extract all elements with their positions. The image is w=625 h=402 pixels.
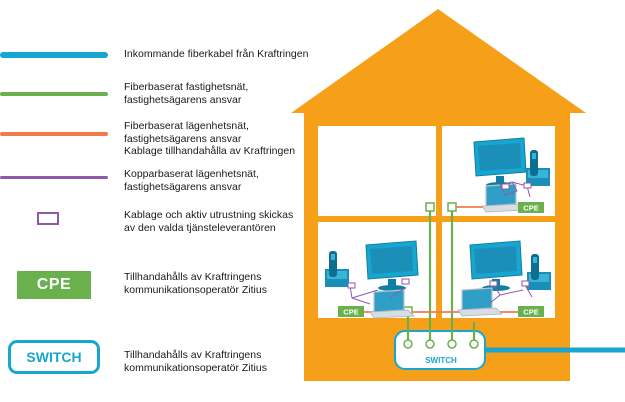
legend-line: fastighetsägarens ansvar	[124, 180, 242, 193]
switch-swatch: SWITCH	[8, 340, 100, 374]
cpe-swatch: CPE	[17, 271, 91, 299]
legend-building-text: Fiberbaserat fastighetsnät, fastighetsäg…	[124, 81, 248, 106]
legend-line: Tillhandahålls av Kraftringens	[124, 271, 262, 283]
cpe-box	[518, 202, 544, 213]
equipment-box	[523, 182, 532, 189]
legend-line: Inkommande fiberkabel från Kraftringen	[124, 48, 309, 60]
cpe-label: CPE	[523, 204, 538, 213]
cpe-label: CPE	[523, 308, 538, 317]
switch-port	[447, 339, 457, 349]
equipment-box	[347, 282, 356, 289]
legend-line: fastighetsägarens ansvar	[124, 93, 242, 106]
equipment-box-swatch	[37, 212, 59, 225]
legend-line: Kopparbaserat lägenhetsnät,	[124, 168, 259, 180]
legend-line: kommunikationsoperatör Zitius	[124, 361, 267, 374]
house-roof	[291, 9, 586, 113]
legend-switch-text: Tillhandahålls av Kraftringens kommunika…	[124, 349, 267, 374]
legend-line: Tillhandahålls av Kraftringens	[124, 349, 262, 361]
cpe-label: CPE	[343, 308, 358, 317]
building-fiber-swatch	[0, 92, 108, 96]
copper-wiring	[489, 283, 533, 304]
room-top-left	[318, 126, 436, 216]
fiber-outlet	[425, 202, 435, 212]
legend-line: kommunikationsoperatör Zitius	[124, 283, 267, 296]
switch-port	[403, 339, 413, 349]
legend-cpe-text: Tillhandahålls av Kraftringens kommunika…	[124, 271, 267, 296]
legend-apartment-text: Fiberbaserat lägenhetsnät, fastighetsäga…	[124, 120, 295, 158]
legend-line: fastighetsägarens ansvar	[124, 132, 242, 145]
equipment-box	[501, 183, 510, 190]
cpe-box	[338, 306, 364, 317]
cpe-box	[518, 306, 544, 317]
switch-box	[394, 330, 486, 370]
legend-line: Kablage och aktiv utrustning skickas	[124, 209, 294, 221]
apartment-fiber-swatch	[0, 132, 108, 136]
legend-line: Kablage tillhandahålla av Kraftringen	[124, 145, 296, 157]
switch-port	[469, 339, 479, 349]
incoming-fiber-swatch	[0, 52, 108, 58]
equipment-box	[401, 278, 410, 285]
legend-line: Fiberbaserat lägenhetsnät,	[124, 120, 249, 132]
legend-incoming-text: Inkommande fiberkabel från Kraftringen	[124, 48, 308, 61]
legend-equipment-text: Kablage och aktiv utrustning skickas av …	[124, 209, 293, 234]
legend-copper-text: Kopparbaserat lägenhetsnät, fastighetsäg…	[124, 168, 259, 193]
copper-wiring	[349, 285, 406, 305]
copper-swatch	[0, 176, 108, 179]
switch-port	[425, 339, 435, 349]
fiber-outlet	[447, 202, 457, 212]
switch-label: SWITCH	[425, 356, 457, 365]
legend-line: Fiberbaserat fastighetsnät,	[124, 81, 249, 93]
equipment-box	[521, 280, 530, 287]
legend-line: av den valda tjänsteleverantören	[124, 221, 276, 234]
equipment-box	[489, 280, 498, 287]
